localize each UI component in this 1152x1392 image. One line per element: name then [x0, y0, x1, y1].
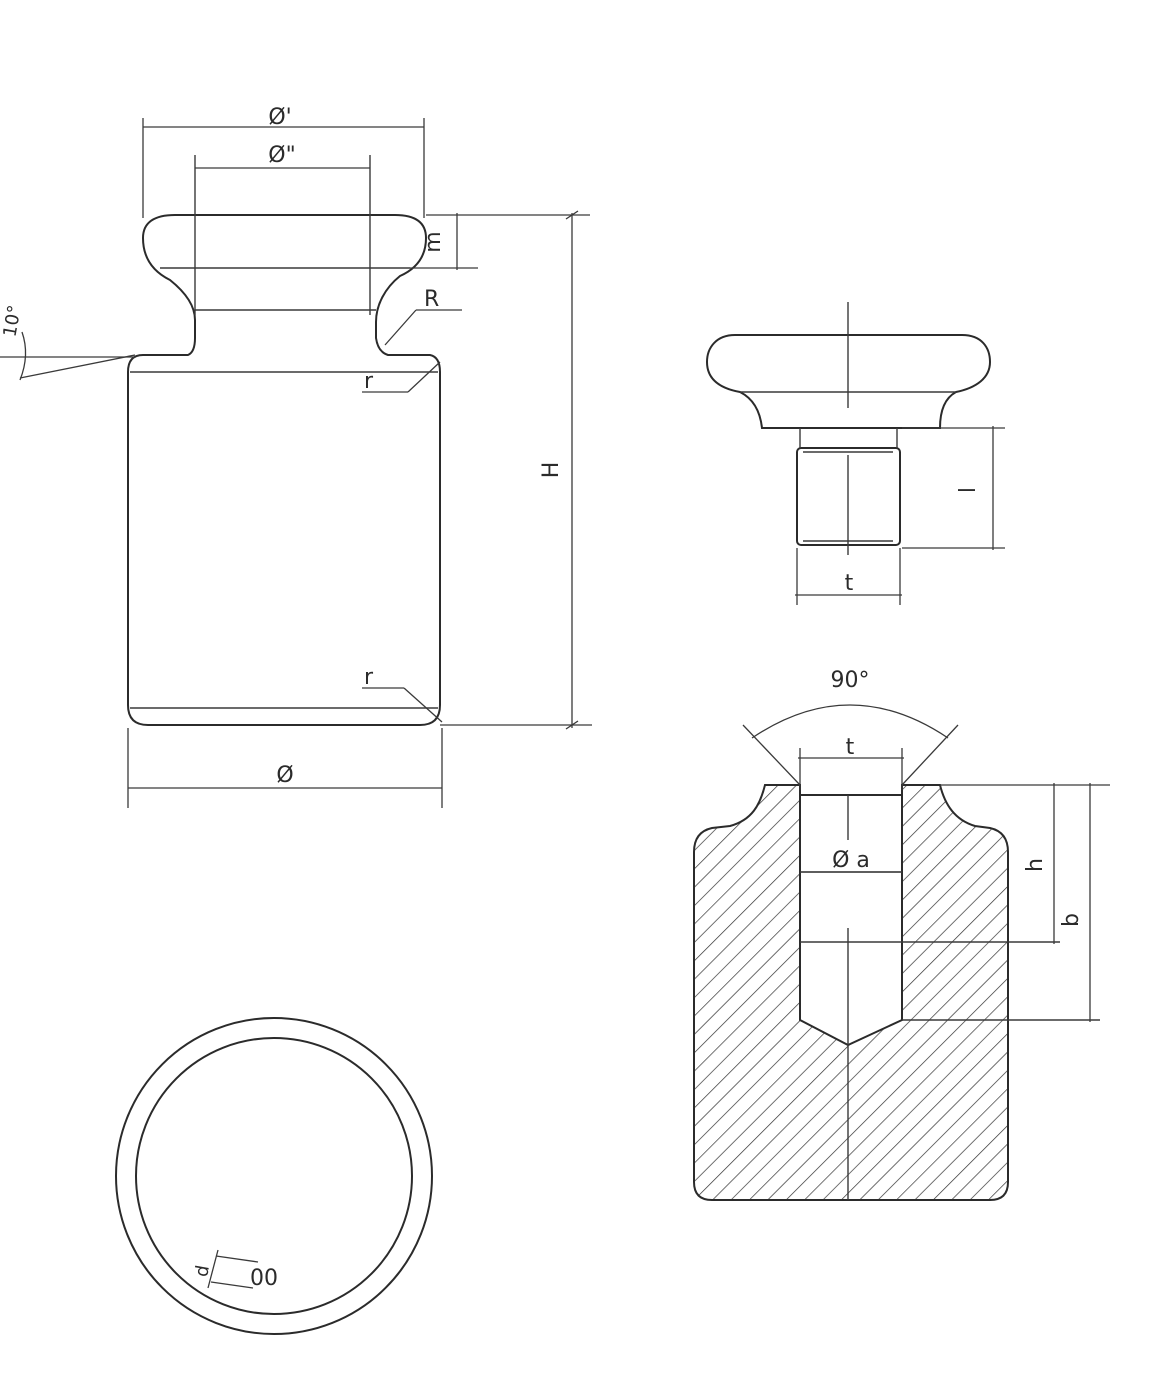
- bottom-plan-view: d 00: [115, 1017, 433, 1335]
- dim-r-bottom: r: [362, 665, 443, 723]
- label-m: m: [421, 231, 446, 252]
- dim-h: h: [940, 783, 1110, 944]
- weight-body-outline: [127, 214, 441, 726]
- label-l: l: [956, 487, 981, 493]
- label-90-degree: 90°: [831, 668, 870, 693]
- dim-H: H: [440, 210, 592, 730]
- dim-90-degree: 90°: [742, 668, 959, 786]
- section-hatch-area: [693, 784, 1009, 1201]
- section-view: [693, 784, 1100, 1201]
- label-dia: Ø: [276, 763, 293, 788]
- dim-dia: Ø: [127, 728, 443, 808]
- inner-circle: [135, 1037, 413, 1315]
- dim-10-degree: 10°: [0, 304, 136, 381]
- label-zero-zero: 00: [250, 1266, 278, 1291]
- dim-dia-prime: Ø': [142, 105, 425, 218]
- dim-r-top: r: [362, 361, 441, 394]
- dim-R: R: [384, 287, 462, 346]
- dim-b: b: [1059, 783, 1091, 1022]
- front-view-weight: [127, 155, 441, 726]
- label-d: d: [191, 1264, 214, 1279]
- label-t-knob: t: [845, 571, 854, 596]
- dim-l: l: [902, 426, 1005, 550]
- label-r-bottom: r: [364, 665, 374, 690]
- label-h: h: [1023, 858, 1048, 872]
- label-dia-double: Ø": [268, 143, 295, 168]
- label-R: R: [424, 287, 439, 312]
- dim-dia-double: Ø": [195, 143, 370, 169]
- label-dia-prime: Ø': [268, 105, 291, 130]
- dim-dia-a: Ø a: [800, 848, 902, 873]
- dim-t-knob: t: [795, 548, 902, 605]
- label-t-section: t: [846, 735, 855, 760]
- dim-t-section: t: [798, 735, 904, 790]
- label-b: b: [1059, 913, 1084, 927]
- outer-circle: [115, 1017, 433, 1335]
- label-dia-a: Ø a: [832, 848, 870, 873]
- dim-m: m: [410, 213, 590, 270]
- label-r-top: r: [364, 369, 374, 394]
- label-H: H: [539, 462, 564, 479]
